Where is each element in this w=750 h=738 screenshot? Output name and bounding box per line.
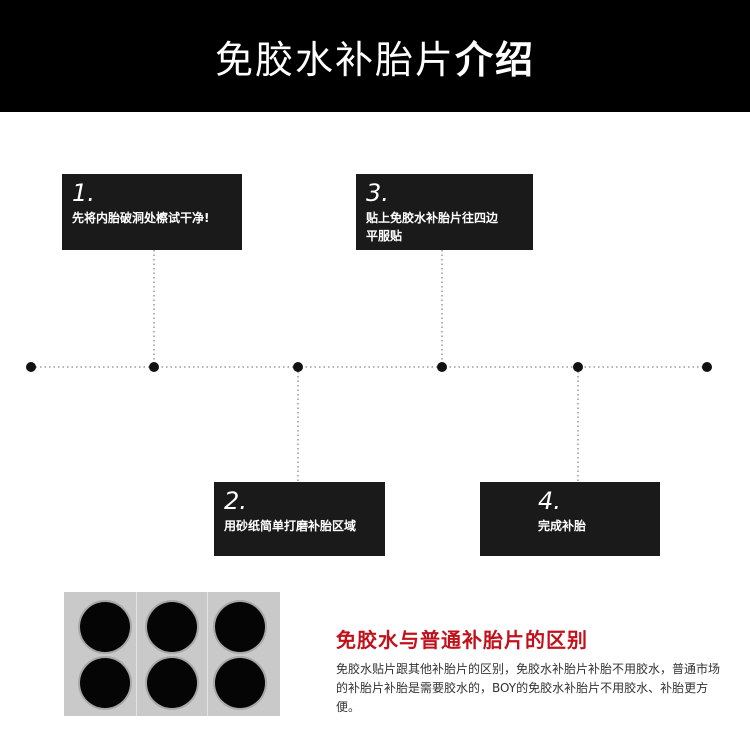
step-4-text: 完成补胎 xyxy=(538,517,650,535)
timeline-dot-icon xyxy=(293,362,303,372)
patch-circle-icon xyxy=(80,658,130,708)
header-banner: 免胶水补胎片介绍 xyxy=(0,0,750,112)
page-title: 免胶水补胎片介绍 xyxy=(215,29,535,84)
step-2-text: 用砂纸简单打磨补胎区域 xyxy=(224,517,375,535)
timeline-dot-icon xyxy=(26,362,36,372)
patch-circle-icon xyxy=(147,602,197,652)
patch-circle-icon xyxy=(80,602,130,652)
comparison-title: 免胶水与普通补胎片的区别 xyxy=(336,628,588,652)
step-3-line-1: 贴上免胶水补胎片往四边 xyxy=(366,211,499,225)
title-bold: 介绍 xyxy=(455,37,536,82)
step-1-text: 先将内胎破洞处檫试干净! xyxy=(72,209,232,227)
step-1-line-1: 先将内胎破洞处檫试干净! xyxy=(72,211,210,225)
patch-circle-icon xyxy=(215,602,265,652)
step-2-line-1: 用砂纸简单打磨补胎区域 xyxy=(224,519,357,533)
step-2-box: 2. 用砂纸简单打磨补胎区域 xyxy=(214,482,385,556)
step-4-box: 4. 完成补胎 xyxy=(480,482,660,556)
timeline-dot-icon xyxy=(573,362,583,372)
timeline-dot-icon xyxy=(437,362,447,372)
step-3-line-2: 平服贴 xyxy=(366,229,403,243)
step-4-line-1: 完成补胎 xyxy=(538,519,587,533)
step-3-text: 贴上免胶水补胎片往四边 平服贴 xyxy=(366,209,523,245)
title-light: 免胶水补胎片 xyxy=(214,37,455,82)
step-2-number: 2. xyxy=(224,487,247,515)
step-3-number: 3. xyxy=(366,179,389,207)
step-1-box: 1. 先将内胎破洞处檫试干净! xyxy=(62,174,242,250)
patch-circle-icon xyxy=(215,658,265,708)
step-1-number: 1. xyxy=(72,179,95,207)
step-3-box: 3. 贴上免胶水补胎片往四边 平服贴 xyxy=(356,174,533,250)
timeline-dot-icon xyxy=(702,362,712,372)
patch-circle-icon xyxy=(147,658,197,708)
timeline-dot-icon xyxy=(149,362,159,372)
patch-sheet-photo xyxy=(64,592,280,716)
comparison-body: 免胶水贴片跟其他补胎片的区别，免胶水补胎片补胎不用胶水，普通市场的补胎片补胎是需… xyxy=(336,662,721,714)
step-4-number: 4. xyxy=(538,487,561,515)
sheet-seam xyxy=(207,592,208,716)
sheet-seam xyxy=(136,592,137,716)
